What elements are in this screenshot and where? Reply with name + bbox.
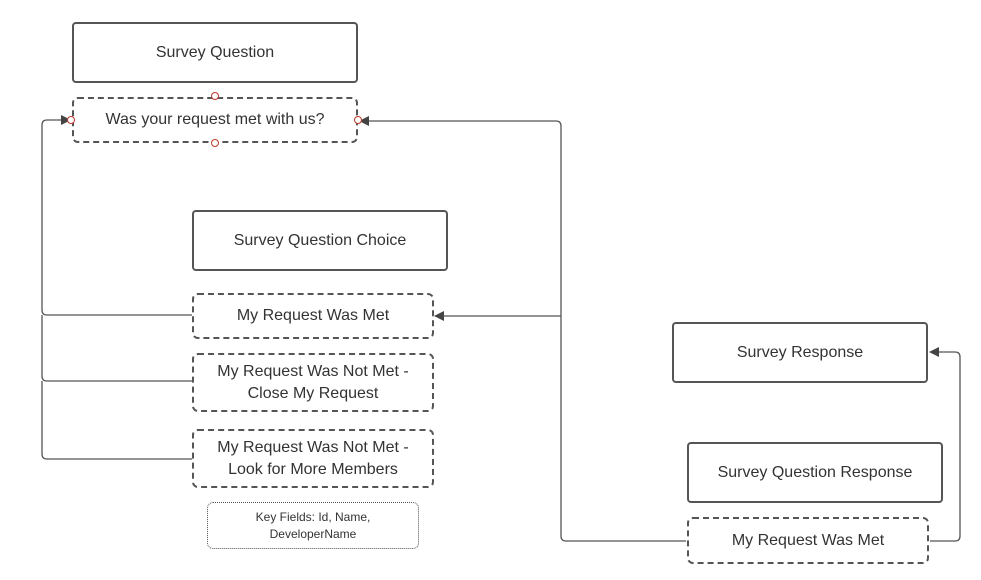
selection-handle-right[interactable]	[354, 116, 362, 124]
choice-not-met-close-box[interactable]: My Request Was Not Met - Close My Reques…	[192, 353, 434, 412]
choice-met-box[interactable]: My Request Was Met	[192, 293, 434, 339]
question-text-label: Was your request met with us?	[105, 111, 325, 128]
survey-question-label: Survey Question	[155, 43, 275, 61]
key-fields-note[interactable]: Key Fields: Id, Name, DeveloperName	[207, 502, 419, 549]
survey-question-box[interactable]: Survey Question	[72, 22, 358, 83]
survey-question-response-box[interactable]: Survey Question Response	[687, 442, 943, 503]
survey-question-response-label: Survey Question Response	[717, 463, 913, 481]
selection-handle-bottom[interactable]	[211, 139, 219, 147]
connector-choice-not-met-look-to-question	[41, 381, 192, 460]
choice-not-met-close-label: My Request Was Not Met - Close My Reques…	[217, 362, 409, 402]
response-met-label: My Request Was Met	[731, 531, 885, 549]
key-fields-label: Key Fields: Id, Name, DeveloperName	[255, 509, 371, 541]
survey-question-choice-label: Survey Question Choice	[233, 231, 407, 249]
response-met-box[interactable]: My Request Was Met	[687, 517, 929, 564]
question-text-box[interactable]: Was your request met with us?	[72, 97, 358, 143]
choice-not-met-look-box[interactable]: My Request Was Not Met - Look for More M…	[192, 429, 434, 488]
choice-not-met-look-label: My Request Was Not Met - Look for More M…	[217, 438, 409, 478]
choice-met-label: My Request Was Met	[236, 307, 390, 324]
survey-response-box[interactable]: Survey Response	[672, 322, 928, 383]
survey-question-choice-box[interactable]: Survey Question Choice	[192, 210, 448, 271]
connector-choice-not-met-close-to-question	[41, 315, 192, 382]
survey-response-label: Survey Response	[736, 343, 864, 361]
connector-choice-met-to-question	[41, 115, 192, 316]
selection-handle-left[interactable]	[67, 116, 75, 124]
selection-handle-top[interactable]	[211, 92, 219, 100]
